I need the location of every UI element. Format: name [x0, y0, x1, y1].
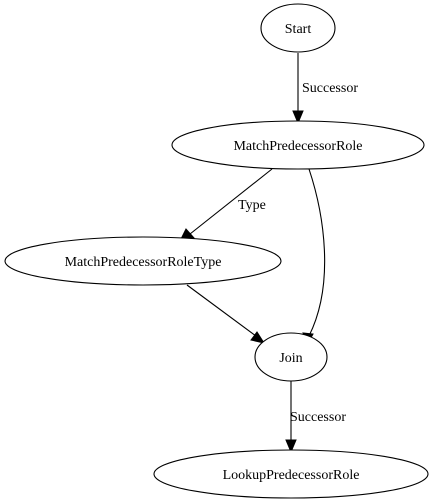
arrowhead: [285, 439, 297, 454]
arrowhead: [292, 110, 304, 125]
node-label-lookup-predecessor-role: LookupPredecessorRole: [223, 468, 360, 483]
node-label-join: Join: [279, 351, 302, 366]
edge-start-to-match-predecessor-role: Successor: [292, 53, 358, 125]
node-ellipse: [171, 120, 425, 170]
edge-match-predecessor-role-to-type: Type: [179, 168, 273, 242]
edge-label-successor: Successor: [302, 81, 358, 96]
node-lookup-predecessor-role: LookupPredecessorRole: [153, 449, 429, 499]
node-label-match-predecessor-role: MatchPredecessorRole: [233, 139, 362, 154]
node-match-predecessor-role: MatchPredecessorRole: [171, 120, 425, 170]
arrowhead: [250, 331, 266, 344]
node-label-start: Start: [285, 22, 312, 37]
edge-label-type: Type: [238, 198, 266, 213]
edge-line: [186, 284, 257, 337]
edge-match-predecessor-role-to-join: [302, 168, 326, 347]
node-ellipse: [254, 332, 328, 382]
edge-label-successor: Successor: [290, 410, 346, 425]
node-join: Join: [254, 332, 328, 382]
edge-join-to-lookup-predecessor-role: Successor: [285, 381, 346, 454]
node-label-match-predecessor-role-type: MatchPredecessorRoleType: [65, 255, 222, 270]
node-start: Start: [260, 3, 336, 53]
edge-match-predecessor-role-type-to-join: [186, 284, 266, 344]
edge-line: [308, 168, 326, 337]
node-ellipse: [153, 449, 429, 499]
node-ellipse: [4, 236, 282, 286]
edge-line: [189, 168, 273, 235]
node-match-predecessor-role-type: MatchPredecessorRoleType: [4, 236, 282, 286]
node-ellipse: [260, 3, 336, 53]
